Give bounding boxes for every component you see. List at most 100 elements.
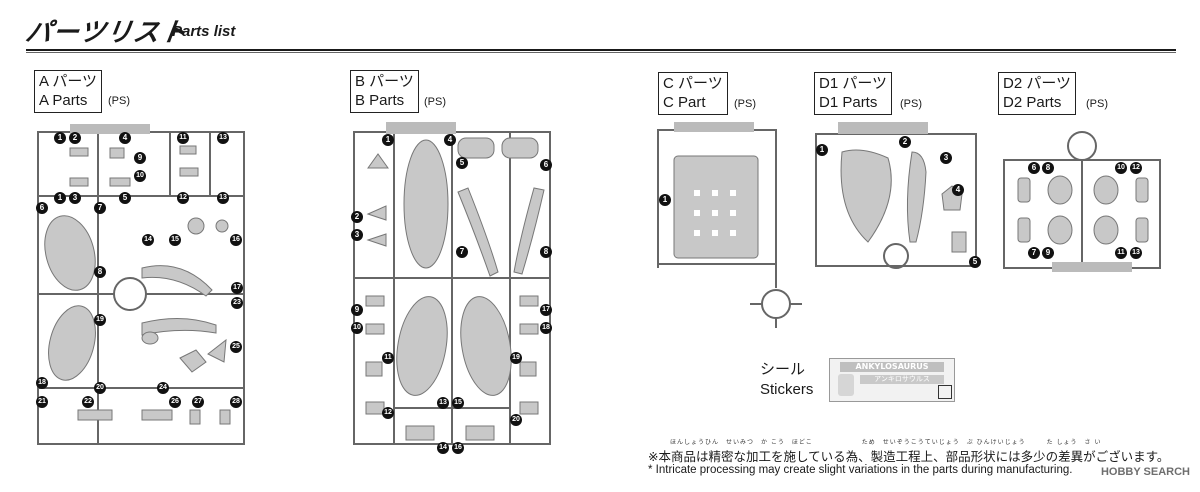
a-part-number: 11	[177, 132, 189, 144]
a-part-number: 20	[94, 382, 106, 394]
a-part-number: 2	[69, 132, 81, 144]
d2-part-number: 13	[1130, 247, 1142, 259]
d1-part-number: 2	[899, 136, 911, 148]
b-part-number: 19	[510, 352, 522, 364]
watermark: HOBBY SEARCH	[1100, 466, 1190, 478]
b-part-number: 11	[382, 352, 394, 364]
a-part-number: 21	[36, 396, 48, 408]
sticker-logo: ANKYLOSAURUS	[840, 362, 944, 372]
a-part-number: 17	[231, 282, 243, 294]
header-rule-thin	[26, 52, 1176, 53]
b-parts-label-jp: B パーツ	[355, 73, 414, 90]
b-parts-material: (PS)	[424, 96, 446, 108]
d2-part-number: 12	[1130, 162, 1142, 174]
a-part-number: 23	[231, 297, 243, 309]
b-part-number: 2	[351, 211, 363, 223]
stickers-label: シール Stickers	[760, 360, 813, 400]
d2-parts-material: (PS)	[1086, 98, 1108, 110]
b-part-number: 7	[456, 246, 468, 258]
sticker-sheet: ANKYLOSAURUS アンキロサウルス	[829, 358, 955, 402]
d1-part-number: 4	[952, 184, 964, 196]
a-part-number: 24	[157, 382, 169, 394]
d2-parts-label-en: D2 Parts	[1003, 94, 1062, 111]
a-part-number: 15	[169, 234, 181, 246]
a-part-number: 18	[36, 377, 48, 389]
c-parts-label-en: C Part	[663, 94, 706, 111]
header-title: パーツリスト	[23, 18, 190, 48]
d1-parts-label-jp: D1 パーツ	[819, 75, 888, 92]
a-part-number: 3	[69, 192, 81, 204]
d1-parts-label: D1 パーツ D1 Parts	[814, 72, 893, 115]
d1-runner-diagram	[815, 122, 977, 269]
b-runner-diagram	[353, 122, 551, 445]
note-english: * Intricate processing may create slight…	[648, 464, 1073, 476]
b-parts-label: B パーツ B Parts	[350, 70, 419, 113]
d1-parts-label-en: D1 Parts	[819, 94, 878, 111]
b-part-number: 15	[452, 397, 464, 409]
b-part-number: 4	[444, 134, 456, 146]
a-part-number: 12	[177, 192, 189, 204]
b-part-number: 10	[351, 322, 363, 334]
sticker-dino-icon	[838, 374, 854, 396]
header-rule	[26, 49, 1176, 51]
a-part-number: 25	[230, 341, 242, 353]
stickers-label-en: Stickers	[760, 381, 814, 398]
d1-part-number: 5	[969, 256, 981, 268]
c-parts-label: C パーツ C Part	[658, 72, 728, 115]
a-part-number: 1	[54, 132, 66, 144]
b-parts-label-en: B Parts	[355, 92, 405, 109]
b-part-number: 3	[351, 229, 363, 241]
b-part-number: 14	[437, 442, 449, 454]
a-part-number: 7	[94, 202, 106, 214]
a-part-number: 1	[54, 192, 66, 204]
a-part-number: 8	[94, 266, 106, 278]
a-parts-material: (PS)	[108, 95, 130, 107]
a-part-number: 10	[134, 170, 146, 182]
b-part-number: 9	[351, 304, 363, 316]
b-part-number: 1	[382, 134, 394, 146]
a-part-number: 27	[192, 396, 204, 408]
a-parts-label-en: A Parts	[39, 92, 88, 109]
stickers-label-jp: シール	[760, 361, 806, 378]
note-ruby: ほんしょうひん せいみつ か こう ほどこ ため せいぞうこうていじょう ぶ ひ…	[670, 439, 1102, 446]
a-parts-label-jp: A パーツ	[39, 73, 98, 90]
d2-part-number: 7	[1028, 247, 1040, 259]
b-part-number: 17	[540, 304, 552, 316]
d1-part-number: 3	[940, 152, 952, 164]
bandai-logo-icon	[938, 385, 952, 399]
a-part-number: 5	[119, 192, 131, 204]
b-part-number: 5	[456, 157, 468, 169]
a-part-number: 9	[134, 152, 146, 164]
d2-part-number: 6	[1028, 162, 1040, 174]
a-part-number: 4	[119, 132, 131, 144]
b-part-number: 12	[382, 407, 394, 419]
a-part-number: 13	[217, 192, 229, 204]
a-part-number: 22	[82, 396, 94, 408]
d2-parts-label: D2 パーツ D2 Parts	[998, 72, 1077, 115]
header-subtitle: Parts list	[172, 23, 236, 40]
parts-list-header: パーツリスト Parts list	[23, 10, 1176, 53]
a-part-number: 6	[36, 202, 48, 214]
d2-parts-label-jp: D2 パーツ	[1003, 75, 1072, 92]
b-part-number: 13	[437, 397, 449, 409]
d2-part-number: 8	[1042, 162, 1054, 174]
b-part-number: 16	[452, 442, 464, 454]
a-part-number: 13	[217, 132, 229, 144]
b-part-number: 8	[540, 246, 552, 258]
d2-part-number: 9	[1042, 247, 1054, 259]
note-japanese: ※本商品は精密な加工を施している為、製造工程上、部品形状には多少の差異がございま…	[648, 449, 1170, 464]
sticker-name: アンキロサウルス	[860, 375, 944, 384]
a-part-number: 16	[230, 234, 242, 246]
a-parts-label: A パーツ A Parts	[34, 70, 103, 113]
c-part-number: 1	[659, 194, 671, 206]
b-part-number: 6	[540, 159, 552, 171]
d1-part-number: 1	[816, 144, 828, 156]
d1-parts-material: (PS)	[900, 98, 922, 110]
d2-runner-diagram	[1003, 131, 1161, 272]
a-part-number: 19	[94, 314, 106, 326]
a-part-number: 14	[142, 234, 154, 246]
c-parts-label-jp: C パーツ	[663, 75, 723, 92]
c-runner-diagram	[657, 122, 802, 328]
b-part-number: 18	[540, 322, 552, 334]
c-parts-material: (PS)	[734, 98, 756, 110]
